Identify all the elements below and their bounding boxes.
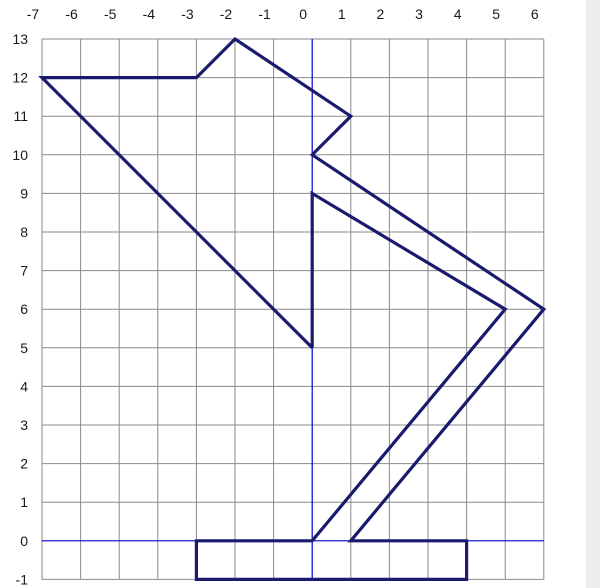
x-tick-label: -5	[104, 6, 117, 22]
x-tick-label: 1	[338, 6, 346, 22]
x-tick-label: -4	[143, 6, 156, 22]
x-tick-label: -2	[220, 6, 233, 22]
x-tick-label: -1	[258, 6, 271, 22]
x-tick-label: 5	[492, 6, 500, 22]
x-tick-labels: -7 -6 -5 -4 -3 -2 -1 0 1 2 3 4 5 6	[27, 6, 539, 22]
y-tick-label: 9	[20, 185, 28, 201]
window-edge	[586, 0, 600, 588]
y-tick-label: 7	[20, 263, 28, 279]
y-tick-label: 1	[20, 494, 28, 510]
x-tick-label: 0	[299, 6, 307, 22]
y-tick-label: 6	[20, 301, 28, 317]
x-tick-label: 4	[454, 6, 462, 22]
y-tick-label: 5	[20, 340, 28, 356]
x-tick-label: -6	[65, 6, 78, 22]
shape-outline	[38, 36, 547, 582]
y-tick-label: 2	[20, 456, 28, 472]
y-tick-label: 11	[13, 108, 28, 124]
y-tick-label: 8	[20, 224, 28, 240]
y-tick-label: 10	[12, 147, 28, 163]
x-tick-label: 2	[377, 6, 385, 22]
y-tick-label: 0	[20, 533, 28, 549]
y-tick-label: 3	[20, 417, 28, 433]
y-tick-label: -1	[16, 571, 29, 587]
y-tick-label: 12	[12, 70, 28, 86]
x-tick-label: 6	[531, 6, 539, 22]
shape-polyline	[38, 36, 547, 582]
y-tick-label: 4	[20, 378, 28, 394]
x-tick-label: -3	[181, 6, 194, 22]
y-tick-label: 13	[12, 31, 28, 47]
x-tick-label: -7	[27, 6, 40, 22]
x-tick-label: 3	[415, 6, 423, 22]
grid	[41, 38, 545, 580]
